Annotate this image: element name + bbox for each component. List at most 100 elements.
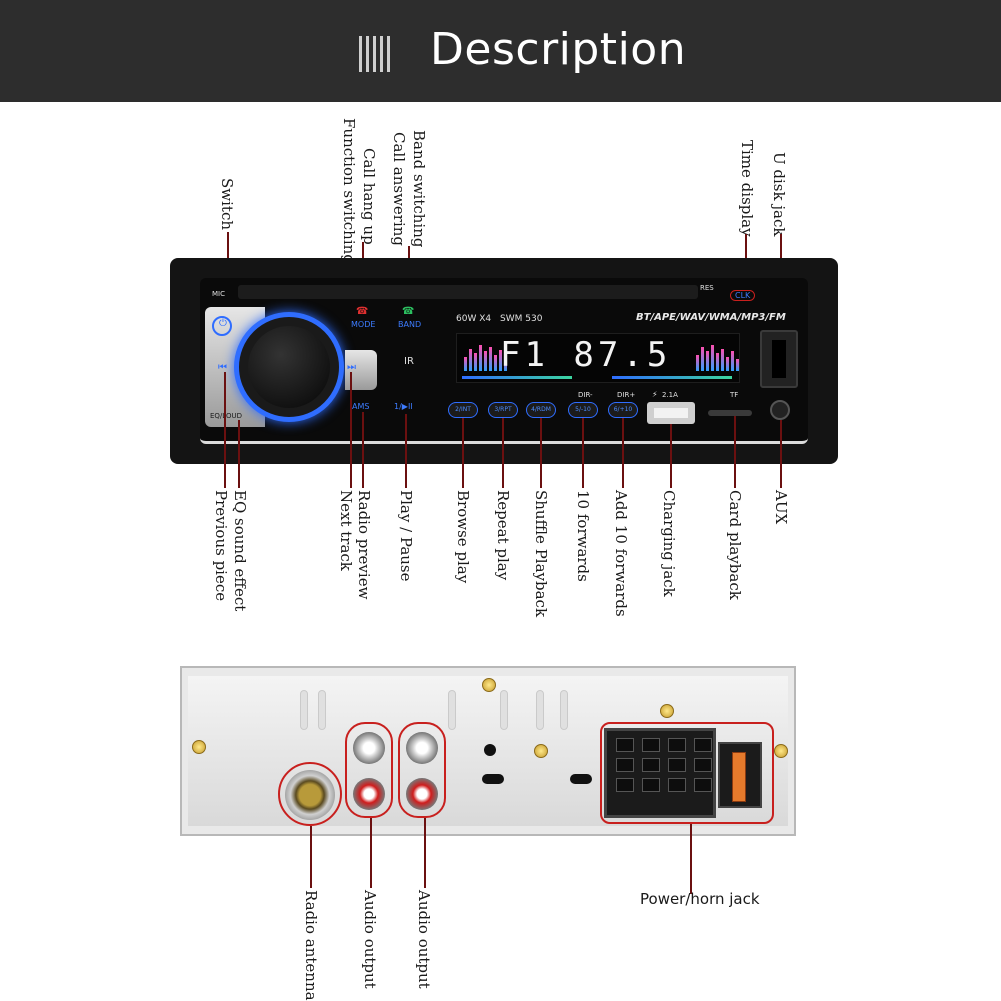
mount-slot — [482, 774, 504, 784]
callout-line — [690, 824, 692, 894]
next-button[interactable]: ⏭ — [347, 362, 356, 373]
volume-knob[interactable] — [248, 326, 330, 408]
answer-icon: ☎ — [402, 306, 415, 317]
ams-button[interactable]: AMS — [352, 402, 370, 411]
tf-label: TF — [730, 391, 739, 399]
play-pause-button[interactable]: 1/▶II — [394, 402, 413, 411]
res-label: RES — [700, 284, 714, 292]
label-band-switching: Band switching — [410, 130, 428, 248]
rca-red-1[interactable] — [353, 778, 385, 810]
callout-line — [405, 414, 407, 488]
label-10-forwards: 10 forwards — [574, 490, 592, 582]
mount-slot — [570, 774, 592, 784]
label-call-hang-up: Call hang up — [360, 148, 378, 245]
callout-line — [424, 818, 426, 888]
previous-icon: ⏮ — [218, 362, 227, 373]
screw — [534, 744, 548, 758]
lcd-frequency: F1 87.5 — [500, 335, 672, 375]
label-aux: AUX — [772, 490, 790, 525]
rca-red-2[interactable] — [406, 778, 438, 810]
disc-slot — [238, 285, 698, 299]
callout-line — [734, 416, 736, 488]
preset-2-button[interactable]: 2/INT — [448, 402, 478, 418]
tf-card-slot[interactable] — [708, 410, 752, 416]
power-jack-highlight — [600, 722, 774, 824]
u-disk-port-inner — [772, 340, 786, 378]
formats-label: BT/APE/WAV/WMA/MP3/FM — [636, 312, 786, 323]
antenna-highlight — [278, 762, 342, 826]
header-decoration — [359, 36, 390, 72]
callout-line — [350, 372, 352, 488]
label-time-display: Time display — [738, 140, 756, 237]
label-shuffle-playback: Shuffle Playback — [532, 490, 550, 618]
hang-up-icon: ☎ — [356, 306, 369, 317]
callout-line — [462, 418, 464, 488]
label-power-horn-jack: Power/horn jack — [640, 890, 760, 908]
charge-icon: ⚡ — [652, 390, 658, 399]
eq-loud-button[interactable]: EQ/LOUD — [210, 412, 242, 420]
mount-hole — [484, 744, 496, 756]
callout-line — [224, 372, 226, 488]
callout-line — [670, 424, 672, 488]
vent-slot — [500, 690, 508, 730]
fuse — [732, 752, 746, 802]
label-add-10-forwards: Add 10 forwards — [612, 490, 630, 617]
preset-5-button[interactable]: 5/-10 — [568, 402, 598, 418]
prev-button[interactable]: ⏮ — [218, 362, 227, 373]
label-switch: Switch — [218, 178, 236, 231]
screw — [660, 704, 674, 718]
callout-line — [502, 418, 504, 488]
usb-rating: 2.1A — [662, 391, 678, 399]
audio-output-1-highlight — [345, 722, 393, 818]
label-radio-preview: Radio preview — [355, 490, 373, 600]
label-audio-output-2: Audio output — [415, 890, 433, 989]
audio-output-2-highlight — [398, 722, 446, 818]
label-repeat-play: Repeat play — [494, 490, 512, 581]
dir-plus-label: DIR+ — [617, 391, 636, 399]
label-u-disk-jack: U disk jack — [770, 152, 788, 237]
label-browse-play: Browse play — [454, 490, 472, 584]
lcd-underline-left — [462, 376, 572, 379]
callout-line — [310, 826, 312, 888]
screw — [482, 678, 496, 692]
mic-label: MIC — [212, 290, 225, 298]
label-call-answering: Call answering — [390, 132, 408, 247]
callout-line — [582, 418, 584, 488]
power-button[interactable]: ⏻ — [212, 316, 232, 336]
band-button[interactable]: BAND — [398, 320, 422, 329]
preset-6-button[interactable]: 6/+10 — [608, 402, 638, 418]
eq-visualizer-right — [696, 345, 739, 371]
callout-line — [622, 418, 624, 488]
ir-receiver: IR — [404, 356, 414, 367]
label-previous-piece: Previous piece — [212, 490, 230, 602]
power-spec: 60W X4 — [456, 314, 492, 324]
callout-line — [370, 818, 372, 888]
lcd-underline-right — [612, 376, 732, 379]
label-play-pause: Play / Pause — [397, 490, 415, 582]
vent-slot — [448, 690, 456, 730]
screw — [192, 740, 206, 754]
header-bar: Description — [0, 0, 1001, 102]
label-charging-jack: Charging jack — [660, 490, 678, 597]
dir-minus-label: DIR- — [578, 391, 593, 399]
aux-port[interactable] — [770, 400, 790, 420]
label-function-switching: Function switching — [340, 118, 358, 264]
page-title: Description — [430, 24, 687, 75]
next-icon: ⏭ — [347, 362, 356, 373]
label-next-track: Next track — [337, 490, 355, 571]
callout-line — [780, 420, 782, 488]
callout-line — [238, 420, 240, 488]
mode-button[interactable]: MODE — [351, 320, 376, 329]
vent-slot — [536, 690, 544, 730]
iso-connector-pins — [616, 738, 712, 792]
usb-port-inner — [654, 408, 688, 418]
preset-4-button[interactable]: 4/RDM — [526, 402, 556, 418]
power-icon: ⏻ — [219, 318, 227, 329]
clk-button[interactable]: CLK — [730, 290, 756, 301]
rca-white-2[interactable] — [406, 732, 438, 764]
vent-slot — [318, 690, 326, 730]
label-audio-output-1: Audio output — [361, 890, 379, 989]
callout-line — [540, 418, 542, 488]
rca-white-1[interactable] — [353, 732, 385, 764]
preset-3-button[interactable]: 3/RPT — [488, 402, 518, 418]
